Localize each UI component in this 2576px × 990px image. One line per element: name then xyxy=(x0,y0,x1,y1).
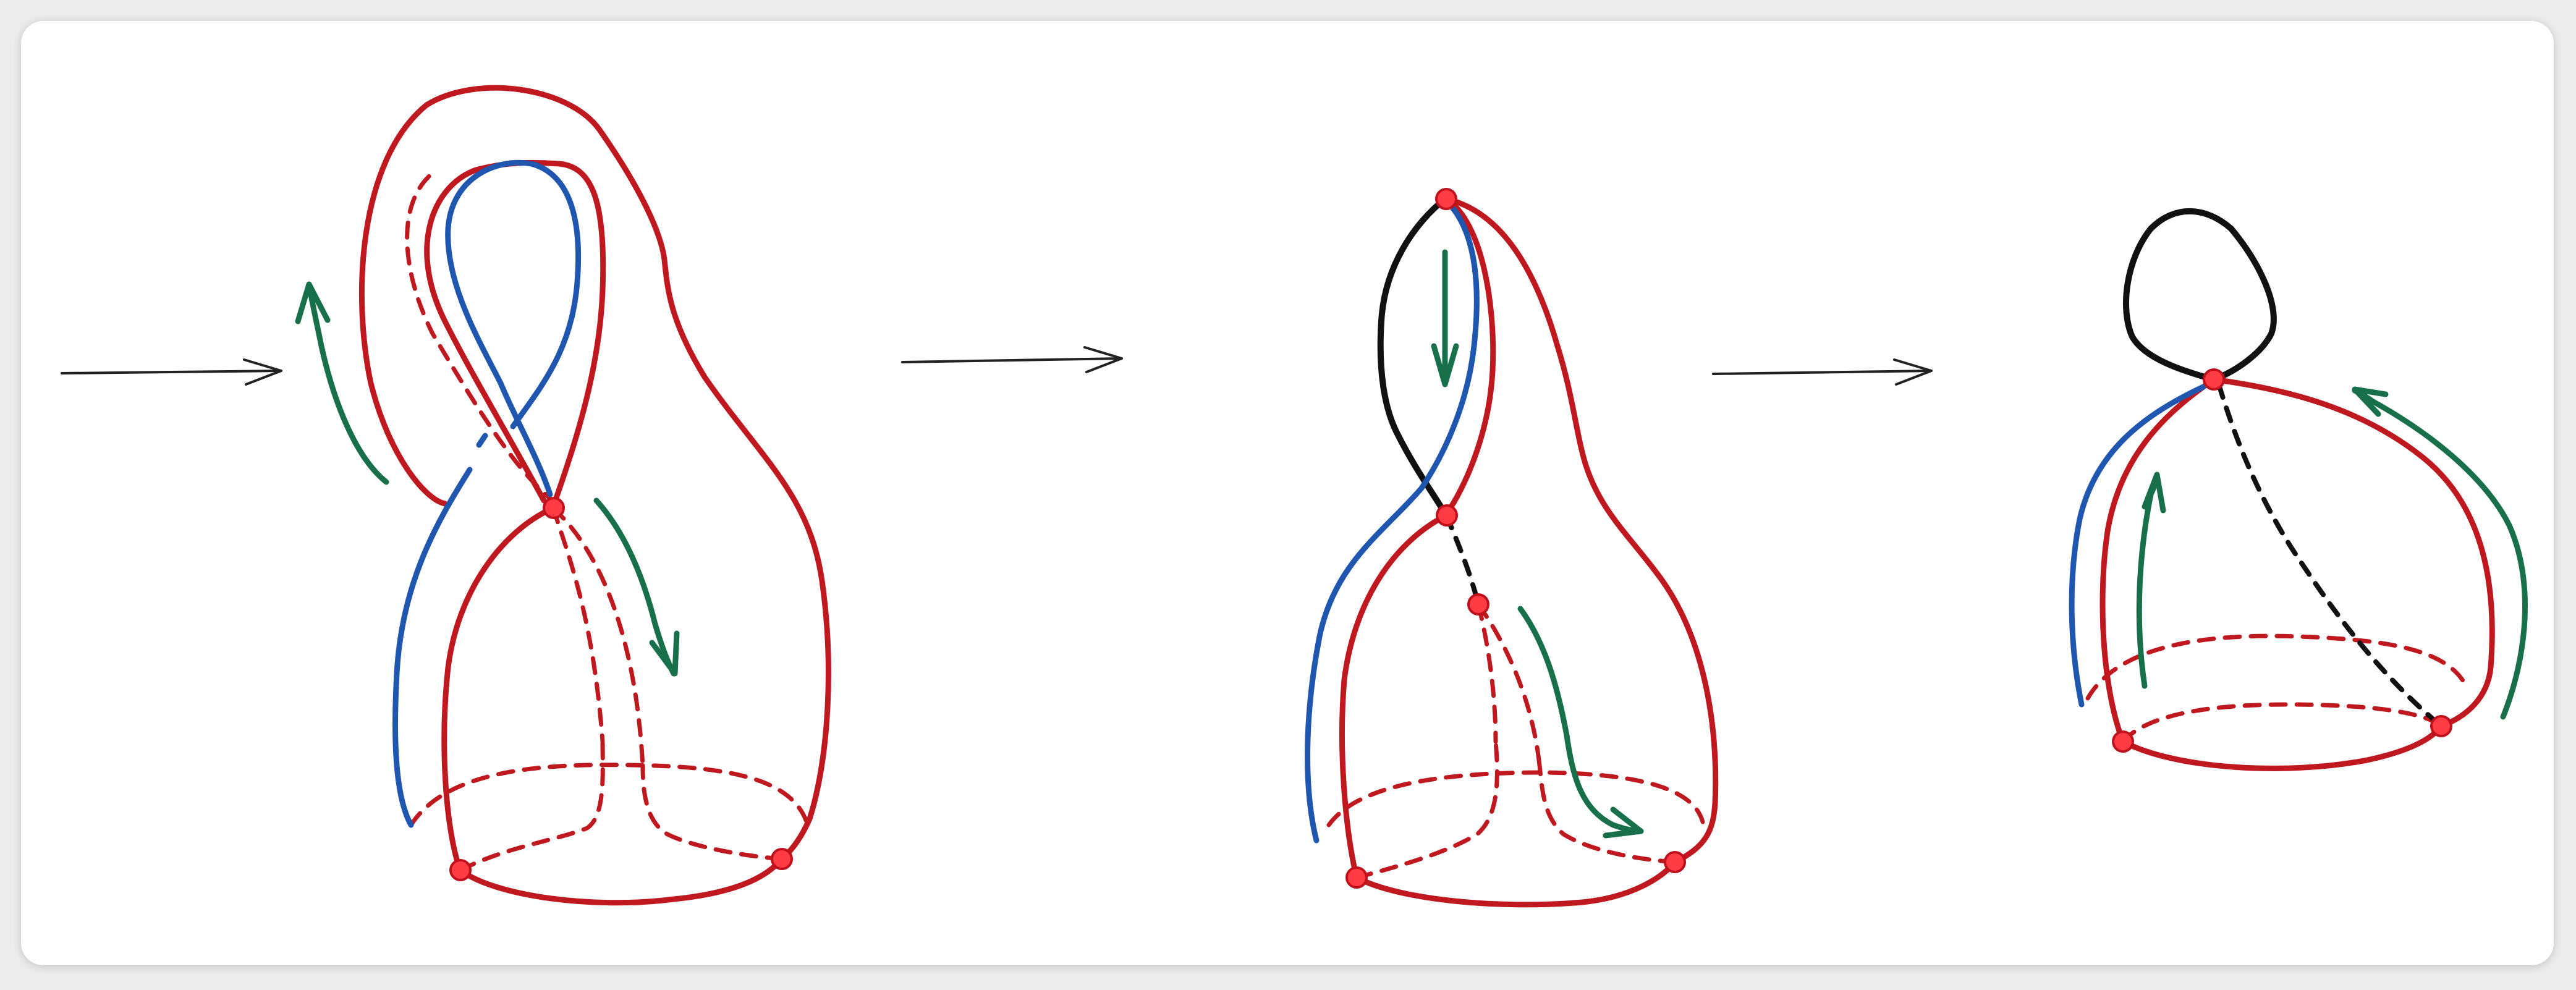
stage-2-surface xyxy=(1305,188,1719,908)
stage-1-vertex-right xyxy=(771,848,793,870)
stage-3-black-loop xyxy=(2123,208,2277,383)
stage-1-lower-body xyxy=(441,505,556,874)
stage-3-vertex-left xyxy=(2112,730,2134,753)
stage-2-black-curve xyxy=(1377,196,1449,518)
stage-1-back-rim xyxy=(409,763,809,827)
stage-1-outer-boundary xyxy=(358,85,831,862)
stage-3-blue-curve xyxy=(2069,384,2206,708)
stage-2-lower-body xyxy=(1339,512,1449,881)
stage-2-outer-boundary xyxy=(1443,196,1719,865)
stage-2-vertex-mid xyxy=(1436,504,1458,527)
stage-1-orientation-arrow-up xyxy=(295,281,389,485)
stage-2-vertex-right xyxy=(1664,851,1686,873)
stage-3-vertex-right xyxy=(2430,715,2452,737)
stage-2-vertex-top xyxy=(1435,188,1457,210)
stage-3-dome xyxy=(2211,376,2495,729)
stage-3-orientation-arrow-right xyxy=(2352,386,2528,720)
stage-3-orientation-arrow-up xyxy=(2136,472,2166,689)
transition-arrow-3 xyxy=(1712,358,1933,386)
stage-2-vertex-left xyxy=(1345,866,1368,889)
stage-1-blue-curve xyxy=(445,159,582,429)
stage-3-surface xyxy=(2069,208,2528,771)
stage-2-vertex-lower xyxy=(1467,593,1489,616)
stage-1-front-rim xyxy=(457,856,785,906)
stage-3-vertex-top xyxy=(2203,368,2225,391)
diagram-canvas xyxy=(61,85,2528,908)
stage-1-vertex-top xyxy=(543,497,565,519)
stage-2-blue-curve xyxy=(1305,201,1480,844)
transition-arrow-1 xyxy=(61,358,282,386)
stage-2-orientation-arrow-right xyxy=(1517,606,1644,839)
stage-3-back-rim xyxy=(2085,633,2468,701)
transition-arrow-2 xyxy=(901,346,1123,373)
stage-1-vertex-left xyxy=(449,859,472,881)
diagram-card xyxy=(21,21,2554,965)
stage-2-orientation-arrow-down xyxy=(1431,249,1459,387)
stage-1-surface xyxy=(295,85,831,906)
stage-1-orientation-arrow-down xyxy=(593,497,680,677)
